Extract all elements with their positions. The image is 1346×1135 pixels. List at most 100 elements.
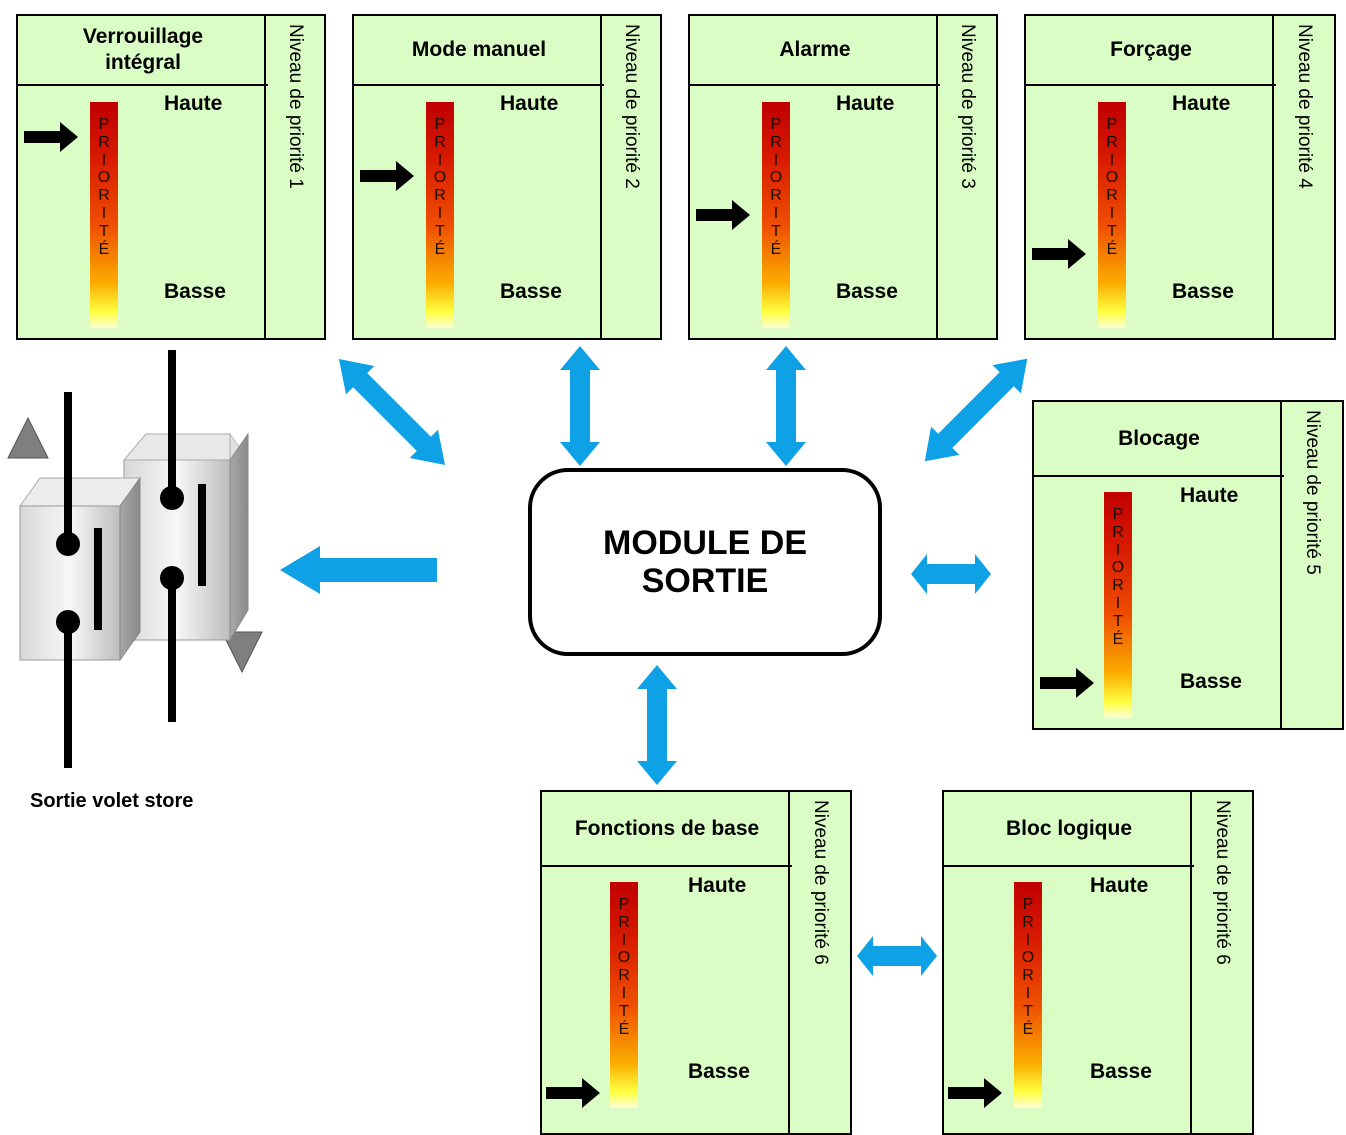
priority-letter: R	[618, 967, 630, 985]
priority-letter: P	[1106, 116, 1118, 133]
arrow-module-box6	[637, 665, 677, 785]
priority-letter: É	[1106, 240, 1118, 258]
box-title-line2: intégral	[105, 51, 181, 74]
arrow-right-icon	[1032, 239, 1086, 270]
priority-letter: I	[101, 204, 107, 222]
priority-letter: R	[434, 133, 446, 151]
triangle-down-icon	[221, 631, 263, 674]
priority-letter: É	[1112, 630, 1124, 648]
priority-level-column: Niveau de priorité 2	[600, 16, 660, 338]
priority-letter: P	[770, 116, 782, 133]
arrow-right-icon	[546, 1078, 600, 1108]
priority-letter: É	[618, 1020, 630, 1038]
output-caption: Sortie volet store	[30, 790, 194, 812]
box-title: Mode manuel	[354, 16, 604, 86]
priority-letter: I	[773, 204, 779, 222]
box-title: Alarme	[690, 16, 940, 86]
box-title-line1: Mode manuel	[411, 38, 547, 61]
priority-level-column: Niveau de priorité 4	[1272, 16, 1334, 338]
priority-letter: P	[618, 896, 630, 913]
priority-letter: O	[1105, 169, 1119, 187]
high-label: Haute	[1172, 92, 1231, 115]
high-label: Haute	[1180, 484, 1239, 507]
priority-letter: R	[1112, 523, 1124, 541]
priority-letter: O	[433, 169, 447, 187]
priority-letter: R	[1106, 187, 1118, 205]
priority-level-label: Niveau de priorité 4	[1294, 24, 1315, 189]
arrow-box1-module	[324, 344, 460, 480]
arrow-box3-module	[766, 346, 806, 466]
priority-letter: R	[98, 187, 110, 205]
switch-back	[122, 432, 249, 642]
arrow-right-icon	[24, 121, 78, 152]
low-label: Basse	[1180, 670, 1242, 693]
priority-level-label: Niveau de priorité 6	[810, 800, 831, 965]
box-title-line1: Fonctions de base	[574, 816, 760, 840]
module-title-line1: MODULE DE	[603, 524, 807, 562]
priority-letter: T	[771, 222, 781, 240]
priority-letter: R	[434, 187, 446, 205]
shutter-output-device	[7, 350, 263, 768]
priority-letter: É	[1022, 1020, 1034, 1038]
priority-letter: I	[621, 984, 627, 1002]
low-label: Basse	[164, 280, 226, 303]
priority-letter: I	[621, 931, 627, 949]
priority-letter: I	[1025, 984, 1031, 1002]
triangle-up-icon	[7, 416, 49, 459]
priority-letter: T	[99, 222, 109, 240]
low-label: Basse	[1090, 1060, 1152, 1083]
priority-letter: R	[770, 187, 782, 205]
priority-level-column: Niveau de priorité 3	[936, 16, 996, 338]
arrow-right-icon	[696, 200, 750, 230]
priority-letter: O	[97, 169, 111, 187]
priority-letter: R	[1022, 967, 1034, 985]
priority-letter: I	[1109, 151, 1115, 169]
priority-letter: T	[619, 1002, 629, 1020]
low-label: Basse	[500, 280, 562, 303]
priority-level-column: Niveau de priorité 6	[1190, 792, 1252, 1133]
priority-level-label: Niveau de priorité 3	[957, 24, 978, 189]
priority-letter: T	[435, 222, 445, 240]
contact-dots	[56, 486, 184, 634]
priority-letter: R	[770, 133, 782, 151]
low-label: Basse	[688, 1060, 750, 1083]
priority-letter: O	[1111, 559, 1125, 577]
high-label: Haute	[164, 92, 223, 115]
priority-letter: O	[617, 949, 631, 967]
priority-letter: I	[437, 151, 443, 169]
priority-letter: O	[1021, 949, 1035, 967]
priority-letter: P	[1022, 896, 1034, 913]
high-label: Haute	[500, 92, 559, 115]
arrow-box5-module	[911, 554, 991, 594]
priority-letter: P	[434, 116, 446, 133]
box-title: Blocage	[1034, 402, 1284, 477]
arrow-module-to-output	[280, 546, 437, 594]
priority-letter: I	[1115, 541, 1121, 559]
priority-letter: I	[101, 151, 107, 169]
box-title-line1: Forçage	[1110, 38, 1192, 61]
box-title-line1: Bloc logique	[1006, 816, 1132, 840]
arrow-box4-module	[910, 344, 1042, 476]
box-title-line1: Alarme	[779, 38, 851, 61]
priority-level-column: Niveau de priorité 1	[264, 16, 324, 338]
box-title: Fonctions de base	[542, 792, 792, 867]
priority-letter: R	[1022, 913, 1034, 931]
low-label: Basse	[1172, 280, 1234, 303]
priority-letter: P	[98, 116, 110, 133]
priority-letter: P	[1112, 506, 1124, 523]
low-label: Basse	[836, 280, 898, 303]
